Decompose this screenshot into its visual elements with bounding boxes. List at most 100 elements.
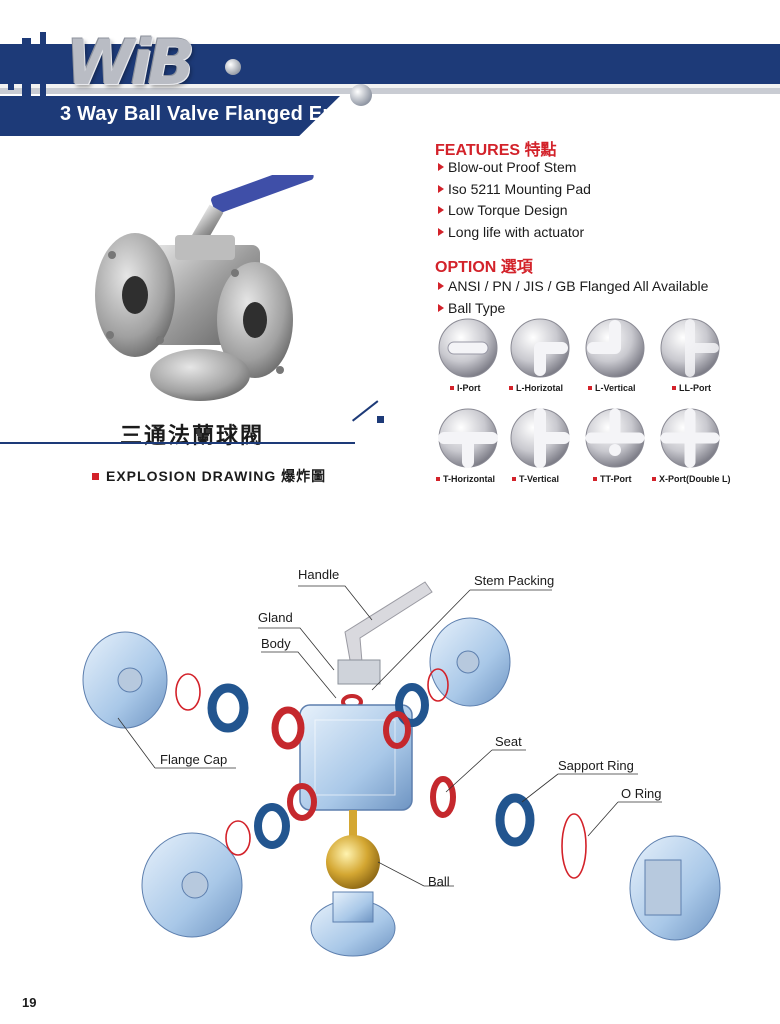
l-horizontal-ball-icon xyxy=(510,318,570,378)
ball-type-label: TT-Port xyxy=(593,474,632,484)
ball-type-label: T-Vertical xyxy=(512,474,559,484)
header-band xyxy=(0,44,780,90)
label-seat: Seat xyxy=(495,734,522,749)
o-ring-part xyxy=(175,673,201,711)
x-port-ball-icon xyxy=(660,408,720,468)
features-list: Blow-out Proof Stem Iso 5211 Mounting Pa… xyxy=(438,157,591,243)
gland-part xyxy=(337,659,381,685)
leader-stem-packing xyxy=(371,589,552,691)
ball-type-text: TT-Port xyxy=(600,474,632,484)
label-body: Body xyxy=(261,636,291,651)
ball-type-text: L-Horizotal xyxy=(516,383,563,393)
option-text: Ball Type xyxy=(448,299,506,316)
leader-body xyxy=(261,651,337,699)
explosion-drawing xyxy=(82,581,721,957)
ball-type-text: I-Port xyxy=(457,383,481,393)
square-bullet-icon xyxy=(450,386,454,390)
ball-type-text: T-Horizontal xyxy=(443,474,495,484)
ball-type-text: L-Vertical xyxy=(595,383,636,393)
square-bullet-icon xyxy=(652,477,656,481)
support-ring-part xyxy=(207,683,249,733)
feature-item: Long life with actuator xyxy=(438,222,591,244)
t-vertical-ball-icon xyxy=(510,408,570,468)
triangle-bullet-icon xyxy=(438,206,444,215)
feature-text: Long life with actuator xyxy=(448,223,585,240)
lever-handle xyxy=(211,175,314,214)
label-o-ring: O Ring xyxy=(621,786,662,801)
chrome-ball-icon xyxy=(350,84,372,106)
ll-port-ball-icon xyxy=(660,318,720,378)
page-number: 19 xyxy=(22,995,37,1010)
ball-type-label: L-Horizotal xyxy=(509,383,563,393)
leader-gland xyxy=(258,627,335,671)
feature-item: Blow-out Proof Stem xyxy=(438,157,591,179)
explosion-heading: EXPLOSION DRAWING 爆炸圖 xyxy=(92,466,326,486)
option-item: ANSI / PN / JIS / GB Flanged All Availab… xyxy=(438,276,708,298)
header-bar xyxy=(22,38,31,100)
triangle-bullet-icon xyxy=(438,163,444,171)
feature-item: Low Torque Design xyxy=(438,200,591,222)
label-flange-cap: Flange Cap xyxy=(160,752,228,767)
ball-type-text: LL-Port xyxy=(679,383,711,393)
i-port-ball-icon xyxy=(438,318,498,378)
o-ring-part xyxy=(427,668,449,702)
features-title: FEATURES 特點 xyxy=(435,142,557,159)
leader-support-ring xyxy=(521,773,638,803)
l-vertical-ball-icon xyxy=(585,318,645,378)
header-stripe xyxy=(0,84,780,88)
o-ring-part xyxy=(225,820,251,856)
support-ring-part xyxy=(254,803,290,849)
support-ring-part xyxy=(495,793,535,847)
ball-type-label: I-Port xyxy=(450,383,481,393)
option-list: ANSI / PN / JIS / GB Flanged All Availab… xyxy=(438,276,708,319)
seat-part xyxy=(271,706,305,750)
page-title: 3 Way Ball Valve Flanged End xyxy=(60,103,348,125)
option-title: OPTION 選項 xyxy=(435,259,533,276)
ball-type-label: X-Port(Double L) xyxy=(652,474,731,484)
leader-o-ring xyxy=(587,801,662,837)
caption-underline xyxy=(0,442,355,444)
header-bar xyxy=(40,32,46,102)
leader-ball xyxy=(377,861,454,887)
feature-item: Iso 5211 Mounting Pad xyxy=(438,179,591,201)
square-bullet-icon xyxy=(512,477,516,481)
label-handle: Handle xyxy=(298,567,340,582)
square-bullet-icon xyxy=(436,477,440,481)
option-text: ANSI / PN / JIS / GB Flanged All Availab… xyxy=(448,278,709,294)
label-stem-packing: Stem Packing xyxy=(474,573,555,588)
ball-type-label: LL-Port xyxy=(672,383,711,393)
triangle-bullet-icon xyxy=(438,303,444,312)
o-ring-part xyxy=(561,813,587,879)
logo-ball-icon xyxy=(225,59,241,75)
triangle-bullet-icon xyxy=(438,282,444,290)
ball-type-text: T-Vertical xyxy=(519,474,560,484)
square-bullet-icon xyxy=(672,386,676,390)
seat-part xyxy=(287,783,317,821)
label-support-ring: Sapport Ring xyxy=(558,758,634,773)
feature-text: Iso 5211 Mounting Pad xyxy=(448,180,591,197)
label-gland: Gland xyxy=(258,610,293,625)
seat-part xyxy=(383,711,411,749)
t-horizontal-ball-icon xyxy=(438,408,498,468)
leader-flange-cap xyxy=(117,717,236,769)
leader-handle xyxy=(298,585,373,621)
ball-type-text: X-Port(Double L) xyxy=(659,474,731,484)
tt-port-ball-icon xyxy=(585,408,645,468)
brand-logo: WiB xyxy=(66,26,195,99)
ball-type-label: T-Horizontal xyxy=(436,474,495,484)
support-ring-part xyxy=(395,683,429,727)
feature-text: Low Torque Design xyxy=(448,202,568,219)
feature-text: Blow-out Proof Stem xyxy=(448,159,577,175)
bottom-flange xyxy=(150,349,250,401)
three-way-valve-photo xyxy=(95,175,314,401)
leader-seat xyxy=(445,749,526,793)
square-bullet-icon xyxy=(92,473,99,480)
stem-part xyxy=(349,810,357,842)
option-item: Ball Type xyxy=(438,298,708,320)
seat-part xyxy=(430,776,456,818)
ball-type-label: L-Vertical xyxy=(588,383,636,393)
label-ball: Ball xyxy=(428,874,450,889)
caption-pointer xyxy=(352,400,379,422)
ball-part xyxy=(326,835,380,889)
square-bullet-icon xyxy=(593,477,597,481)
